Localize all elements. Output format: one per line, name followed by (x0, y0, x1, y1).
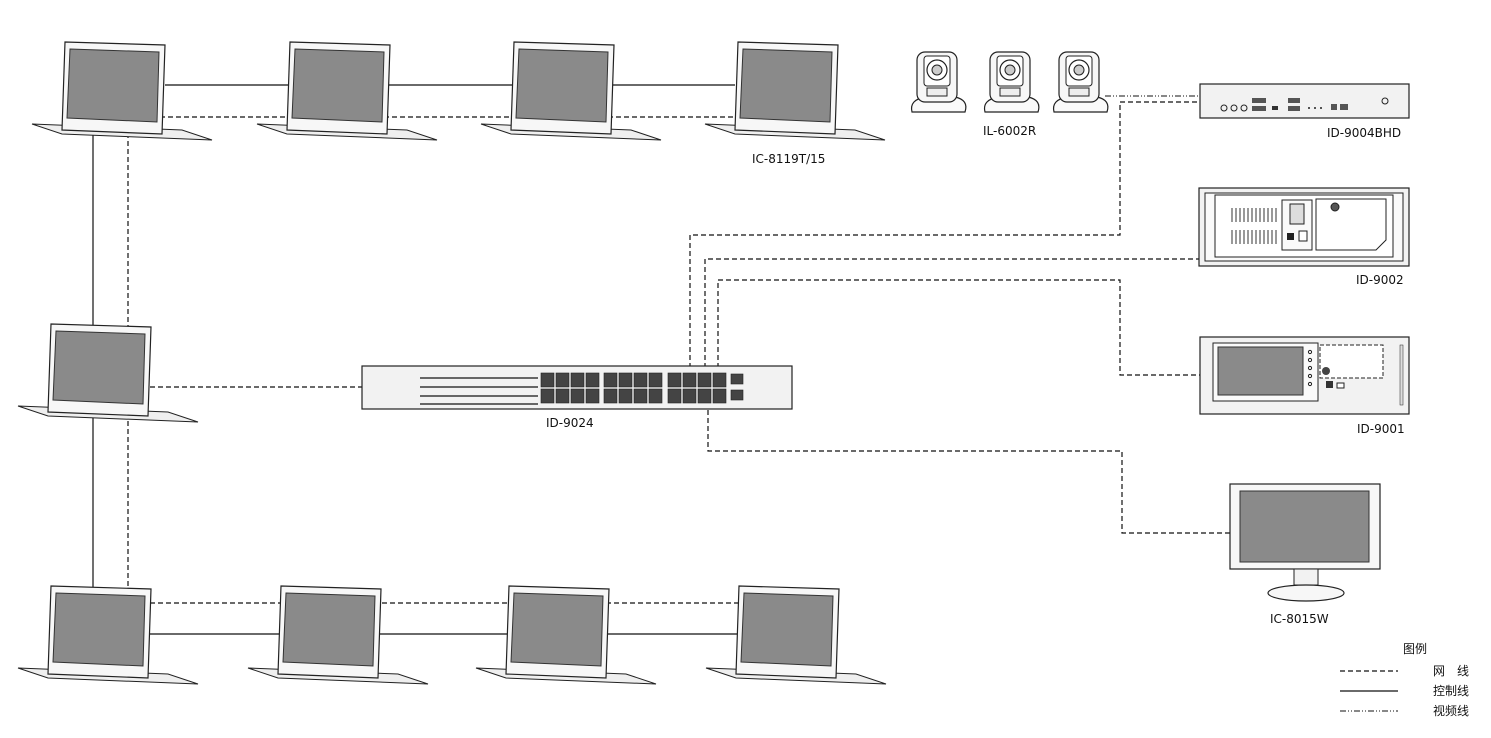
lift-monitors (17, 41, 887, 685)
lift-monitor-4 (704, 41, 886, 141)
label-lift-monitor: IC-8119T/15 (752, 152, 825, 166)
label-switch: ID-9024 (546, 416, 594, 430)
host-9001-device (1199, 336, 1410, 415)
legend-title: 图例 (1403, 642, 1427, 656)
monitor-device (1229, 483, 1381, 602)
label-decoder: ID-9004BHD (1327, 126, 1401, 140)
network-line-monitor (707, 410, 1230, 534)
label-host-9002: ID-9002 (1356, 273, 1404, 287)
lift-monitor-3 (480, 41, 662, 141)
cameras (910, 51, 1109, 113)
camera-1 (910, 51, 967, 113)
lift-monitor-8 (475, 585, 657, 685)
label-camera: IL-6002R (983, 124, 1036, 138)
label-host-9001: ID-9001 (1357, 422, 1405, 436)
host-9002-device (1198, 187, 1410, 267)
lift-monitor-7 (247, 585, 429, 685)
network-line-9001 (717, 279, 1200, 376)
legend-network-label: 网 线 (1433, 664, 1469, 678)
legend-control-label: 控制线 (1433, 684, 1469, 698)
legend-video-label: 视频线 (1433, 703, 1469, 718)
camera-3 (1052, 51, 1109, 113)
camera-2 (983, 51, 1040, 113)
decoder-device (1199, 83, 1410, 119)
lift-monitor-6 (17, 585, 199, 685)
connections (92, 84, 1230, 635)
network-line-9002 (704, 258, 1200, 368)
network-line-decoder (689, 101, 1200, 368)
legend: 图例 网 线 控制线 视频线 (1340, 642, 1469, 718)
label-monitor: IC-8015W (1270, 612, 1329, 626)
lift-monitor-1 (31, 41, 213, 141)
switch-device (361, 365, 793, 410)
lift-monitor-2 (256, 41, 438, 141)
lift-monitor-5 (17, 323, 199, 423)
lift-monitor-9 (705, 585, 887, 685)
